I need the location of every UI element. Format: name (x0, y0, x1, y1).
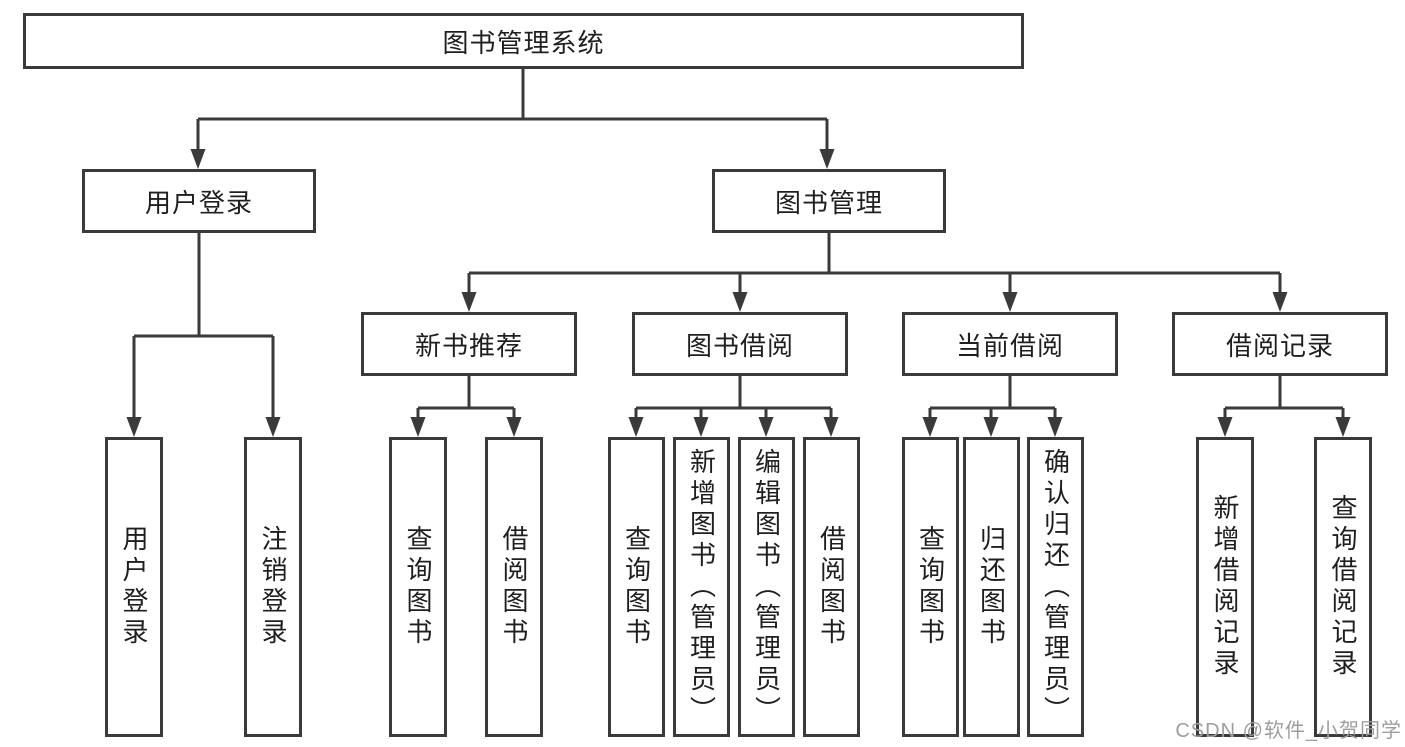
arrowhead (506, 417, 522, 437)
node-root: 图书管理系统 (23, 13, 1024, 69)
leaf-edit-books-admin-label: 编辑图书（管理员） (751, 447, 782, 727)
leaf-user-login: 用户登录 (105, 437, 163, 737)
node-book-borrow-label: 图书借阅 (685, 330, 794, 361)
csdn-watermark: CSDN @软件_小贺同学 (1175, 720, 1402, 742)
arrowhead (265, 417, 281, 437)
arrowhead (1002, 292, 1018, 312)
leaf-add-books-admin-label: 新增图书（管理员） (686, 447, 717, 727)
leaf-borrow-books-1-label: 借阅图书 (499, 525, 529, 649)
node-new-book-recommend: 新书推荐 (361, 312, 577, 376)
arrowhead (819, 149, 835, 169)
arrowhead (410, 417, 426, 437)
leaf-query-borrow-record: 查询借阅记录 (1314, 437, 1372, 737)
leaf-query-books-1-label: 查询图书 (403, 525, 433, 649)
leaf-user-login-label: 用户登录 (119, 525, 149, 649)
node-user-login-label: 用户登录 (144, 187, 253, 218)
node-book-management-label: 图书管理 (774, 187, 883, 218)
leaf-logout-label: 注销登录 (258, 525, 288, 649)
arrowhead (823, 417, 839, 437)
node-current-borrow-label: 当前借阅 (955, 330, 1064, 361)
leaf-return-books-label: 归还图书 (976, 525, 1007, 649)
node-root-label: 图书管理系统 (442, 27, 605, 58)
leaf-return-books: 归还图书 (963, 437, 1020, 737)
arrowhead (190, 149, 206, 169)
leaf-add-borrow-record: 新增借阅记录 (1196, 437, 1254, 737)
arrowhead (1272, 292, 1288, 312)
node-book-management: 图书管理 (712, 169, 946, 233)
node-borrow-records: 借阅记录 (1172, 312, 1388, 376)
node-borrow-records-label: 借阅记录 (1225, 330, 1334, 361)
arrowhead (1047, 417, 1063, 437)
node-current-borrow: 当前借阅 (902, 312, 1118, 376)
arrowhead (126, 417, 142, 437)
leaf-borrow-books-2: 借阅图书 (803, 437, 860, 737)
leaf-query-books-1: 查询图书 (389, 437, 447, 737)
arrowhead (983, 417, 999, 437)
leaf-borrow-books-2-label: 借阅图书 (816, 525, 847, 649)
node-new-book-recommend-label: 新书推荐 (414, 330, 523, 361)
leaf-add-books-admin: 新增图书（管理员） (673, 437, 730, 737)
connector-lines (132, 69, 1345, 423)
leaf-add-borrow-record-label: 新增借阅记录 (1210, 494, 1240, 680)
arrowhead (628, 417, 644, 437)
arrowhead (922, 417, 938, 437)
node-book-borrow: 图书借阅 (632, 312, 848, 376)
leaf-query-books-3-label: 查询图书 (915, 525, 946, 649)
leaf-borrow-books-1: 借阅图书 (485, 437, 543, 737)
arrowhead (732, 292, 748, 312)
arrowhead (693, 417, 709, 437)
leaf-confirm-return-admin: 确认归还（管理员） (1027, 437, 1084, 737)
arrowhead (1335, 417, 1351, 437)
leaf-confirm-return-admin-label: 确认归还（管理员） (1040, 447, 1071, 727)
leaf-logout: 注销登录 (244, 437, 302, 737)
leaf-edit-books-admin: 编辑图书（管理员） (738, 437, 795, 737)
arrowhead (461, 292, 477, 312)
leaf-query-books-2: 查询图书 (608, 437, 665, 737)
leaf-query-borrow-record-label: 查询借阅记录 (1328, 494, 1358, 680)
leaf-query-books-3: 查询图书 (902, 437, 959, 737)
leaf-query-books-2-label: 查询图书 (621, 525, 652, 649)
arrowhead (1217, 417, 1233, 437)
node-user-login: 用户登录 (82, 169, 316, 233)
arrowhead (758, 417, 774, 437)
